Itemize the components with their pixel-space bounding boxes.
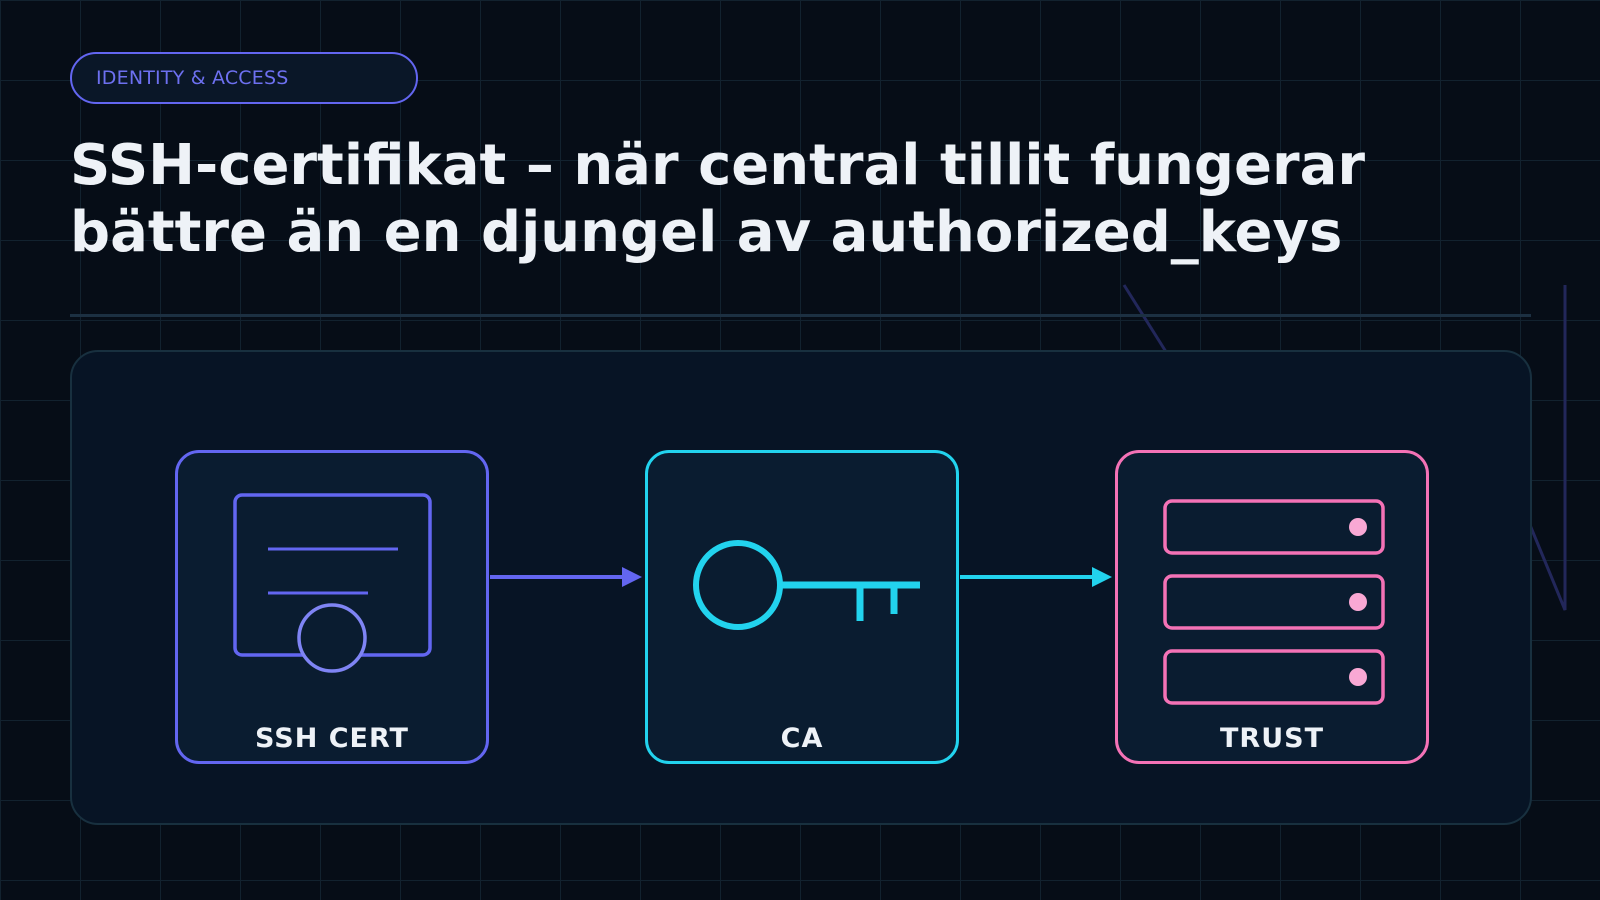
- node-ssh-cert: SSH CERT: [175, 450, 489, 764]
- node-ca: CA: [645, 450, 959, 764]
- page-title-line-1: SSH-certifikat – när central tillit fung…: [70, 133, 1365, 198]
- page-title-line-2: bättre än en djungel av authorized_keys: [70, 200, 1343, 265]
- server-stack-icon: [1163, 499, 1385, 705]
- node-ca-label: CA: [780, 723, 824, 754]
- page-title: SSH-certifikat – när central tillit fung…: [70, 132, 1510, 266]
- arrow-ssh-cert-to-ca: [490, 567, 642, 587]
- category-badge-label: IDENTITY & ACCESS: [96, 67, 289, 89]
- node-trust-label: TRUST: [1220, 723, 1324, 754]
- node-ssh-cert-label: SSH CERT: [255, 723, 409, 754]
- key-icon: [693, 540, 920, 630]
- title-divider: [70, 314, 1531, 317]
- certificate-icon: [233, 493, 432, 673]
- category-badge: IDENTITY & ACCESS: [70, 52, 418, 104]
- arrow-ca-to-trust: [960, 567, 1112, 587]
- node-trust: TRUST: [1115, 450, 1429, 764]
